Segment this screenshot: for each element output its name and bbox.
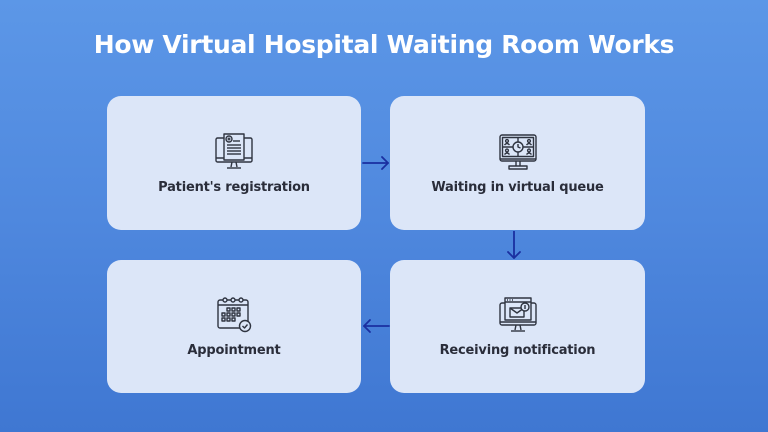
monitor-queue-clock-icon (498, 133, 537, 170)
step-card-appointment: Appointment (107, 260, 361, 393)
step-label: Appointment (187, 343, 281, 358)
step-label: Waiting in virtual queue (431, 179, 604, 195)
arrow-right-icon (362, 156, 389, 170)
step-card-virtual-queue: Waiting in virtual queue (390, 96, 645, 230)
step-label: Receiving notification (439, 343, 596, 358)
monitor-mail-notification-icon (498, 297, 537, 332)
arrow-down-icon (507, 231, 521, 259)
step-card-receiving-notification: Receiving notification (390, 260, 645, 393)
calendar-check-icon (217, 297, 252, 333)
step-label: Patient's registration (158, 179, 310, 195)
step-card-patient-registration: Patient's registration (107, 96, 361, 230)
monitor-document-icon (215, 132, 253, 169)
diagram-title: How Virtual Hospital Waiting Room Works (93, 30, 675, 59)
arrow-left-icon (363, 319, 390, 333)
